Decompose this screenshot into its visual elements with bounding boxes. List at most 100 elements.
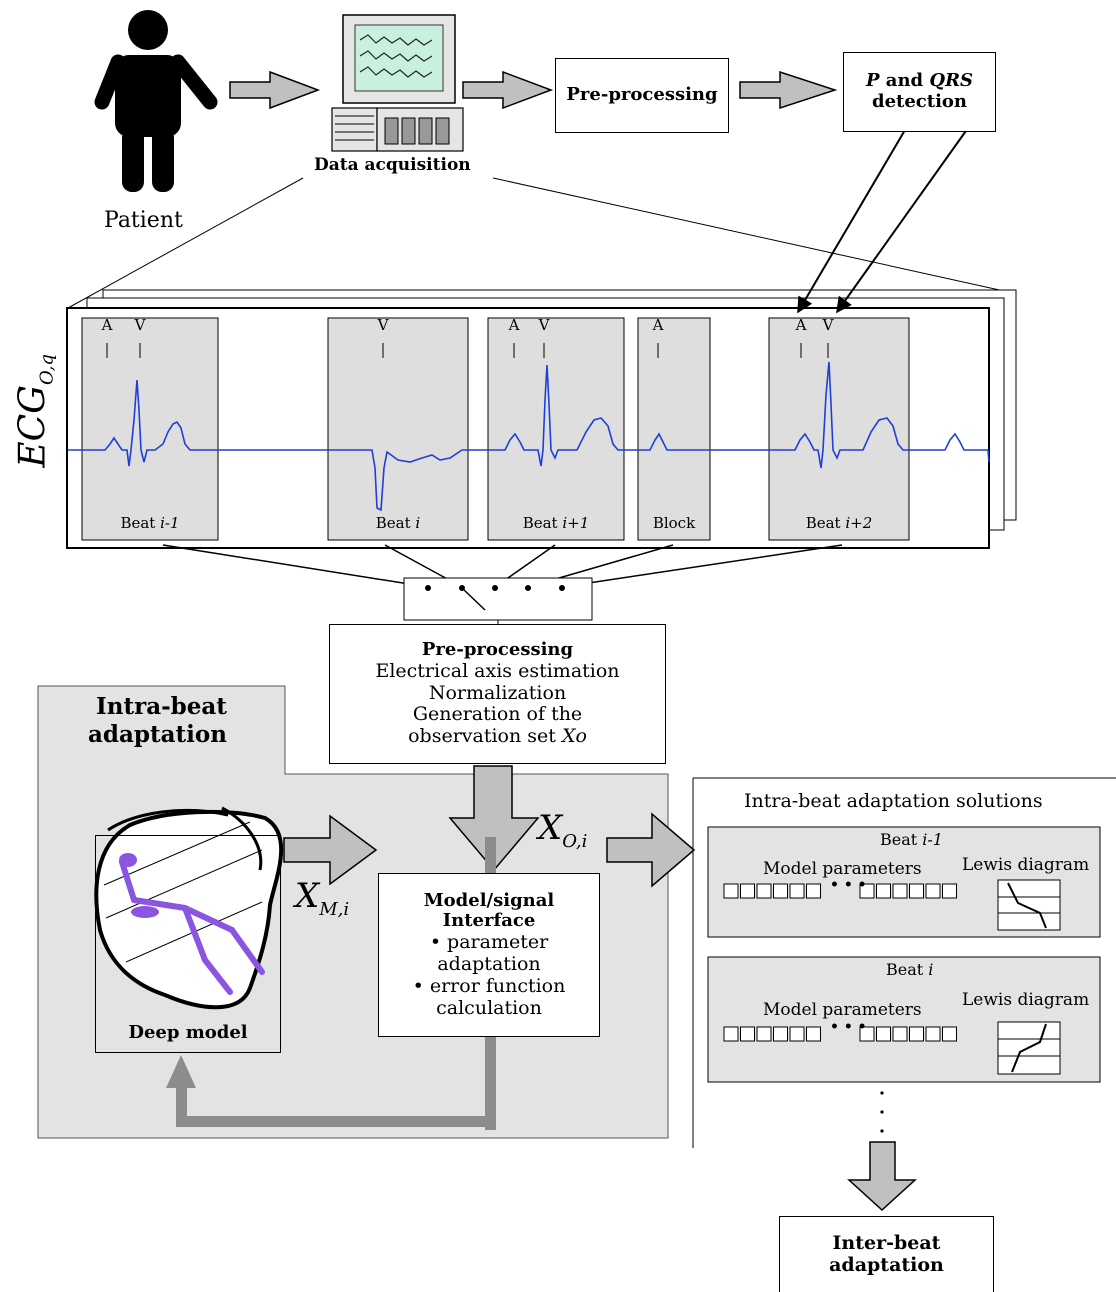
arrow-preproc-to-interface (448, 765, 540, 872)
parameter-cells (723, 883, 957, 899)
xo-label: XO,i (538, 808, 588, 852)
patient-label: Patient (104, 208, 183, 233)
parameter-cell (723, 1026, 739, 1042)
beat-marker-v: V (377, 316, 389, 334)
beat-window (487, 317, 625, 541)
parameter-cell (925, 883, 941, 899)
interface-item-param: • parameter (429, 931, 549, 953)
solution-card-0-lewis: Lewis diagram (962, 855, 1090, 875)
parameter-cell (740, 883, 755, 899)
beat-marker-v: V (822, 316, 834, 334)
beat-label: Block (652, 514, 696, 532)
parameter-cell (740, 1026, 755, 1042)
parameter-cell (925, 1026, 941, 1042)
detection-box: P and QRS detection (843, 52, 996, 132)
parameter-cell (892, 1026, 908, 1042)
beat-window (768, 317, 910, 541)
more-beats-dots (880, 1091, 884, 1133)
arrow-patient-to-acq (229, 70, 321, 110)
solutions-title: Intra-beat adaptation solutions (744, 790, 1043, 812)
interface-item-param-cont: adaptation (437, 952, 541, 975)
detection-subtitle: detection (871, 91, 967, 112)
ecg-trace (68, 361, 990, 512)
beat-window (637, 317, 711, 541)
beat-label: Beat i+2 (805, 514, 873, 532)
patient-figure-icon (94, 10, 218, 192)
parameter-cell (876, 883, 891, 899)
interface-title1: Model/signal (423, 889, 555, 911)
preprocessing-step-generation: Generation of the (412, 703, 583, 726)
lewis-diagram-icon (997, 1021, 1061, 1075)
solution-card-1-params: Model parameters (763, 1000, 922, 1020)
preprocessing-top-box: Pre-processing (555, 58, 729, 133)
inter-beat-line1: Inter-beat (832, 1231, 941, 1254)
parameter-cell (723, 883, 739, 899)
beat-marker-a: A (508, 316, 520, 334)
beat-marker-a: A (652, 316, 664, 334)
preprocessing-title: Pre-processing (421, 638, 574, 660)
ecg-axis-label: ECGO,q (12, 354, 58, 468)
preprocessing-box: Pre-processing Electrical axis estimatio… (329, 624, 666, 764)
arrow-to-inter-beat (847, 1141, 917, 1212)
detection-title: P and QRS (865, 70, 974, 92)
arrow-acq-to-preproc (462, 70, 554, 110)
beat-windows (81, 317, 910, 541)
deep-model-label: Deep model (128, 1022, 248, 1044)
beat-label: Beat i+1 (522, 514, 590, 532)
solution-card-1 (707, 956, 1101, 1083)
arrow-preproc-to-detect (739, 70, 838, 110)
data-acquisition-label: Data acquisition (314, 155, 471, 175)
inter-beat-box: Inter-beat adaptation (779, 1216, 994, 1292)
arrow-model-to-interface (283, 814, 378, 886)
parameter-cell (773, 1026, 788, 1042)
parameter-cell (859, 1026, 875, 1042)
deep-model-box: Deep model (95, 835, 281, 1053)
preprocessing-top-label: Pre-processing (566, 84, 718, 106)
parameter-cell (806, 883, 821, 899)
beat-marker-a: A (795, 316, 807, 334)
preprocessing-step-axis: Electrical axis estimation (375, 659, 620, 682)
parameter-cell (942, 883, 957, 899)
beat-marker-v: V (134, 316, 146, 334)
parameter-cell (789, 1026, 805, 1042)
parameter-cell (942, 1026, 957, 1042)
top-flow-arrows (229, 70, 838, 110)
inter-beat-line2: adaptation (829, 1253, 944, 1276)
beat-switch-box (403, 577, 593, 621)
beat-label: Beat i (375, 514, 421, 532)
arrow-interface-to-solutions (606, 812, 696, 888)
intra-beat-title: Intra-beat adaptation (88, 693, 227, 749)
parameter-cell (892, 883, 908, 899)
preprocessing-step-observation: observation set Xo (408, 725, 587, 748)
beat-marker-v: V (538, 316, 550, 334)
preprocessing-step-normalization: Normalization (428, 681, 567, 704)
computer-icon (331, 14, 464, 152)
interface-item-error: • error function (412, 974, 566, 997)
heart-model-icon (94, 806, 284, 1010)
solution-card-1-dots: • • • (830, 1019, 867, 1035)
beat-label: Beat i-1 (120, 514, 180, 532)
parameter-cell (909, 883, 924, 899)
solution-card-0 (707, 826, 1101, 938)
parameter-cell (806, 1026, 821, 1042)
parameter-cell (876, 1026, 891, 1042)
parameter-cell (859, 883, 875, 899)
parameter-cell (756, 1026, 772, 1042)
solution-card-1-lewis: Lewis diagram (962, 990, 1090, 1010)
solution-card-1-beat: Beat i (886, 960, 934, 979)
lewis-diagram-icon (997, 879, 1061, 931)
beat-window (327, 317, 469, 541)
beat-marker-a: A (101, 316, 113, 334)
parameter-cell (789, 883, 805, 899)
solution-card-0-dots: • • • (830, 877, 867, 893)
parameter-cells (723, 1026, 957, 1042)
parameter-cell (773, 883, 788, 899)
interface-box: Model/signal Interface • parameter adapt… (378, 873, 600, 1037)
interface-title2: Interface (442, 910, 536, 932)
beat-window (81, 317, 219, 541)
parameter-cell (909, 1026, 924, 1042)
parameter-cell (756, 883, 772, 899)
solution-card-0-beat: Beat i-1 (880, 830, 943, 849)
solution-card-0-params: Model parameters (763, 859, 922, 879)
